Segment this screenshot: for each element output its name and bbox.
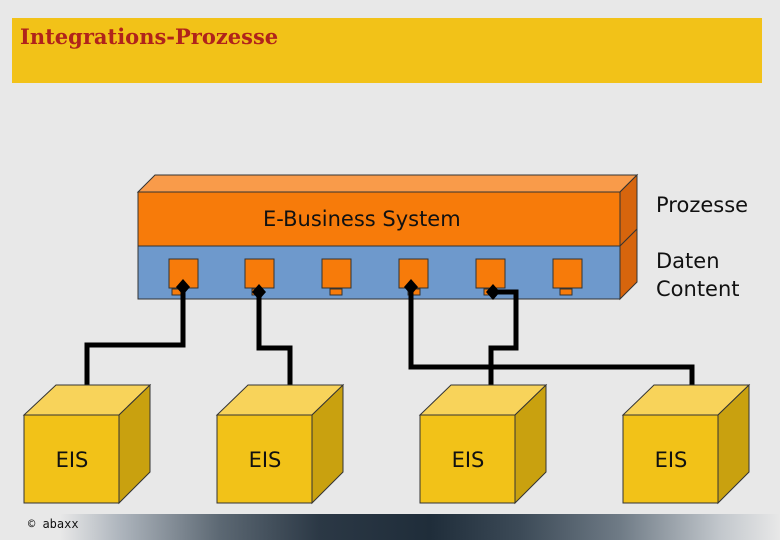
content-label: Content xyxy=(656,277,740,301)
port xyxy=(321,258,352,296)
connector-diamond xyxy=(486,284,500,300)
copyright-text: © abaxx xyxy=(28,517,79,531)
eis-label: EIS xyxy=(654,448,688,472)
eis-cube xyxy=(22,383,152,505)
footer-banner: © abaxx xyxy=(0,514,780,540)
title-bar: Integrations-Prozesse xyxy=(12,18,762,83)
eis-cube xyxy=(621,383,751,505)
connector-diamond xyxy=(252,284,266,300)
eis-label: EIS xyxy=(451,448,485,472)
page-title: Integrations-Prozesse xyxy=(20,24,279,49)
connector-diamond xyxy=(176,279,190,295)
e-business-system-label: E-Business System xyxy=(263,207,461,231)
eis-label: EIS xyxy=(55,448,89,472)
prozesse-label: Prozesse xyxy=(656,193,749,217)
prozesse-layer xyxy=(137,191,621,247)
connector-diamonds xyxy=(176,279,500,300)
port xyxy=(552,258,583,296)
connection-line xyxy=(408,287,695,401)
daten-label: Daten xyxy=(656,249,720,273)
system-top-face xyxy=(136,174,639,193)
connection-line xyxy=(84,287,186,401)
connector-diamond xyxy=(404,279,418,295)
e-business-system-box xyxy=(136,173,639,301)
eis-cube xyxy=(215,383,345,505)
connection-line xyxy=(256,292,293,401)
connection-line xyxy=(488,289,519,401)
eis-label: EIS xyxy=(248,448,282,472)
eis-cube xyxy=(418,383,548,505)
connection-lines xyxy=(84,287,695,401)
daten-content-layer xyxy=(137,245,621,300)
